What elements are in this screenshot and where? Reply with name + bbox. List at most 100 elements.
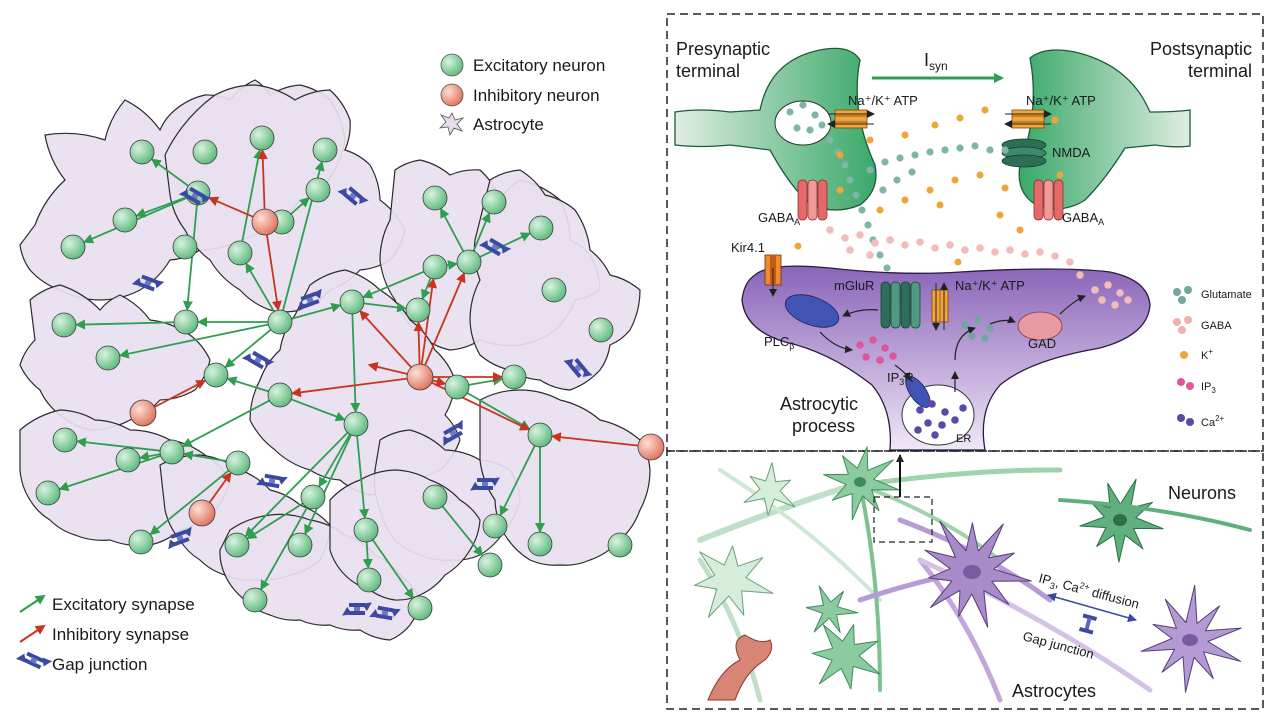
gaba-molecule — [866, 251, 874, 259]
gap-junction-plate — [185, 193, 201, 206]
excitatory-neuron — [339, 289, 365, 315]
gap-junction-channel — [491, 243, 499, 251]
gap-junction-channel — [191, 192, 199, 200]
excitatory-synapse-arrow — [150, 158, 189, 187]
legend-gaba-label: GABA — [1201, 320, 1232, 332]
excitatory-neuron — [173, 309, 199, 335]
excitatory-neuron — [95, 345, 121, 371]
gap-junction-arrow — [337, 188, 347, 197]
gaba-molecule — [976, 244, 984, 252]
plc-beta-label: PLCβ — [764, 334, 794, 351]
diffusion-arrow — [1047, 592, 1137, 623]
legend-ip3-label: IP3 — [1201, 381, 1216, 395]
legend-gaba-icon — [1173, 316, 1192, 334]
astrocyte-nucleus — [963, 565, 981, 579]
gap-junction-plate — [477, 478, 493, 482]
gap-junction-plate — [263, 481, 280, 489]
gaba-molecule — [901, 241, 909, 249]
gap-junction-channel — [254, 356, 262, 364]
gap-junction-arrow — [256, 477, 267, 486]
gaba-molecule — [1091, 286, 1099, 294]
inhibitory-synapse-arrow — [290, 377, 409, 398]
gap-junction-icon — [131, 274, 165, 292]
inhibitory-neuron — [129, 399, 157, 427]
glutamate-molecule — [926, 148, 934, 156]
glutamate-molecule — [841, 161, 849, 169]
nmda-label: NMDA — [1052, 145, 1091, 160]
inhibitory-neuron — [188, 499, 216, 527]
glutamate-molecule — [893, 176, 901, 184]
potassium-ion — [926, 186, 934, 194]
neuron-soma — [805, 585, 859, 633]
excitatory-synapse-arrow — [446, 260, 459, 271]
excitatory-neuron — [422, 254, 448, 280]
gap-junction-icon — [168, 526, 192, 550]
gap-junction-cells-icon — [1078, 613, 1098, 635]
potassium-ion — [951, 176, 959, 184]
legend-ip3-icon — [1177, 378, 1194, 390]
gap-junction-plate — [170, 529, 187, 539]
zoom-region-box — [873, 496, 933, 543]
gap-junction-arrow — [443, 436, 452, 447]
excitatory-neuron — [356, 567, 382, 593]
glutamate-molecule — [881, 158, 889, 166]
calcium-ion — [938, 421, 946, 429]
calcium-ion — [928, 400, 936, 408]
gap-junction-arrow — [501, 244, 512, 254]
legend-excitatory-neuron-icon — [440, 53, 464, 77]
gap-junction-plate — [189, 186, 205, 199]
excitatory-neuron — [312, 137, 338, 163]
gap-junction-plate — [349, 603, 365, 607]
legend-k-label: K+ — [1201, 347, 1213, 362]
excitatory-neuron — [405, 297, 431, 323]
potassium-ion — [936, 201, 944, 209]
glutamate-molecule — [793, 124, 801, 132]
excitatory-synapse-arrow — [244, 431, 349, 538]
gap-junction-plate — [477, 486, 493, 490]
ip3-molecule — [876, 356, 884, 364]
gap-junction-plate — [377, 605, 394, 613]
inhibitory-synapse-arrow — [265, 233, 282, 312]
glutamate-molecule — [786, 108, 794, 116]
gap-junction-channel — [268, 478, 276, 484]
excitatory-neuron — [128, 529, 154, 555]
excitatory-neuron — [422, 484, 448, 510]
ip3-molecule — [889, 352, 897, 360]
glutamate-molecule — [986, 146, 994, 154]
astrocytic-process-label-line1: Astrocytic — [780, 394, 858, 414]
excitatory-synapse-arrow — [75, 437, 161, 452]
gap-junction-arrow — [359, 195, 369, 204]
potassium-ion — [794, 242, 802, 250]
molecules — [786, 101, 1132, 439]
excitatory-synapse-arrow — [58, 454, 161, 492]
legend-inhibitory-neuron-icon — [440, 83, 464, 107]
glutamate-molecule — [981, 334, 989, 342]
excitatory-neuron — [481, 189, 507, 215]
presynaptic-label-line2: terminal — [676, 61, 740, 81]
excitatory-synapse-arrow — [304, 434, 352, 536]
potassium-ion — [1051, 116, 1059, 124]
pump-presynaptic — [827, 109, 875, 129]
excitatory-neuron — [203, 362, 229, 388]
excitatory-synapse-arrow — [181, 399, 270, 447]
calcium-ion — [959, 404, 967, 412]
inhibitory-synapse-arrow — [367, 361, 409, 376]
excitatory-neuron — [267, 309, 293, 335]
ip3-molecule — [869, 336, 877, 344]
inhibitory-neuron — [251, 208, 279, 236]
gap-junction-icon — [443, 419, 463, 447]
excitatory-synapse-arrow — [499, 445, 536, 517]
gaba-molecule — [961, 246, 969, 254]
gap-junction-channel — [482, 482, 488, 486]
gap-junction-plate — [248, 357, 264, 370]
legend-inhibitory-neuron-label: Inhibitory neuron — [473, 86, 600, 105]
glutamate-molecule — [883, 264, 891, 272]
legend-ca-icon — [1177, 414, 1194, 426]
gap-junction-icon — [478, 237, 512, 257]
astrocyte-process — [917, 557, 1003, 703]
excitatory-synapse-arrow — [75, 319, 175, 330]
gap-junction-icon — [337, 186, 369, 206]
calcium-ion — [941, 408, 949, 416]
potassium-ion — [1016, 226, 1024, 234]
